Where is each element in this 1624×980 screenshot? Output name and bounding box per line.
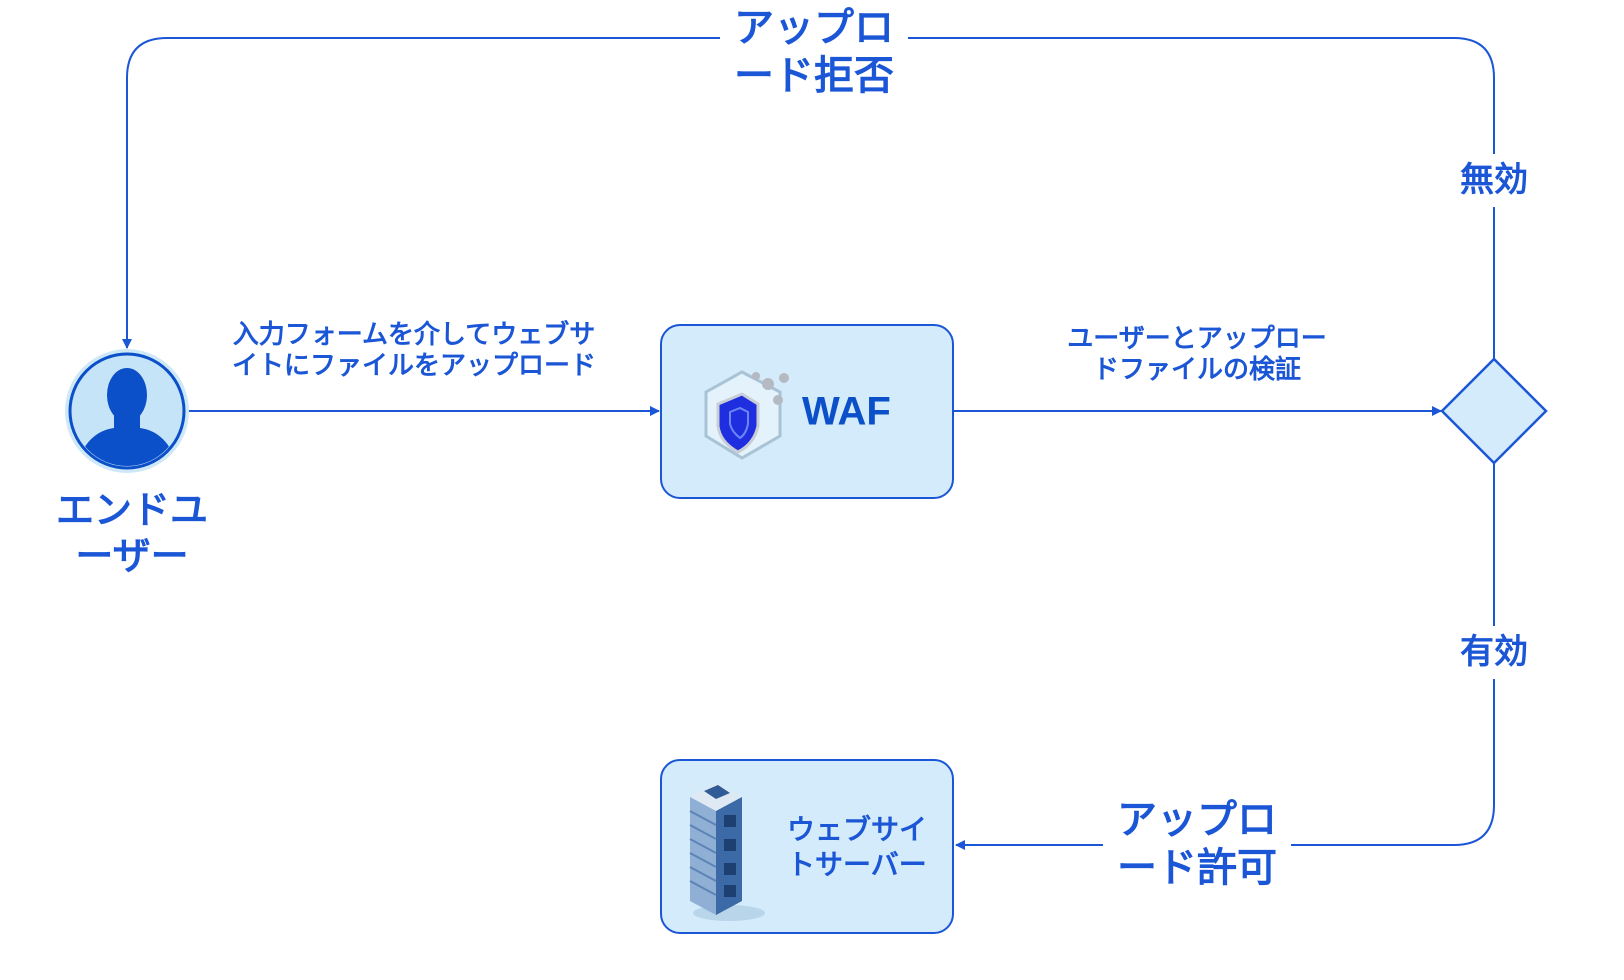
upload-allowed-label: アップロ ード許可	[1103, 796, 1291, 892]
waf-node: WAF	[660, 324, 954, 499]
verify-label: ユーザーとアップロー ドファイルの検証	[1067, 324, 1326, 386]
label-line: ドファイルの検証	[1092, 355, 1302, 386]
server-rack-icon	[689, 783, 765, 921]
label-line: ユーザーとアップロー	[1067, 324, 1327, 354]
label-line: イトにファイルをアップロード	[231, 351, 597, 382]
label-line: トサーバー	[787, 847, 927, 881]
label-line: ーザー	[75, 533, 189, 578]
web-server-node: ウェブサイ トサーバー	[660, 759, 954, 934]
label-line: ード拒否	[734, 53, 894, 99]
upload-via-form-label: 入力フォームを介してウェブサ イトにファイルをアップロード	[232, 320, 596, 382]
label-line: エンドユ	[55, 488, 209, 532]
decision-diamond	[1440, 357, 1548, 465]
end-user-label: エンドユ ーザー	[56, 488, 208, 579]
label-line: アップロ	[1117, 797, 1277, 843]
waf-label: WAF	[802, 389, 891, 433]
web-server-label: ウェブサイ トサーバー	[787, 812, 927, 882]
invalid-label: 無効	[1458, 154, 1530, 207]
user-avatar-icon	[65, 349, 189, 473]
valid-label: 有効	[1458, 626, 1530, 679]
waf-shield-icon	[704, 370, 789, 460]
upload-rejected-label: アップロ ード拒否	[720, 4, 908, 100]
label-line: ウェブサイ	[787, 812, 928, 846]
allow-edge	[955, 463, 1495, 850]
label-line: アップロ	[734, 5, 894, 51]
label-line: ード許可	[1117, 845, 1277, 891]
label-line: 入力フォームを介してウェブサ	[232, 320, 596, 350]
